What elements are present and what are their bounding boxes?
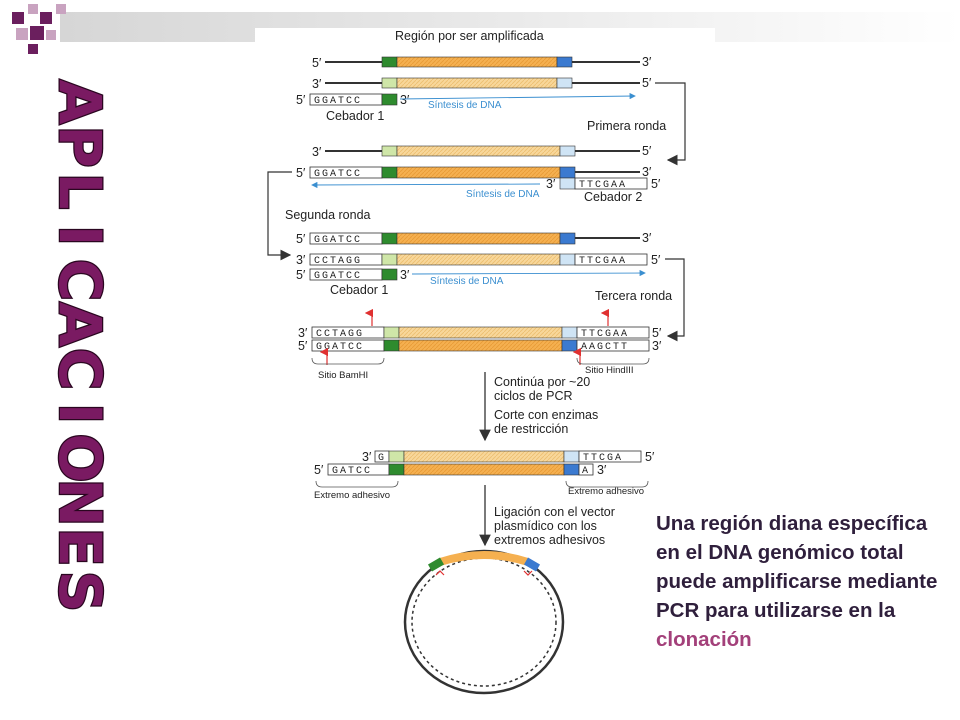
title-letter: E: [46, 527, 114, 567]
svg-text:5′: 5′: [642, 76, 652, 90]
title-letter: N: [46, 478, 114, 527]
svg-text:Continúa por ~20: Continúa por ~20: [494, 375, 590, 389]
title-letter: I: [46, 403, 114, 425]
svg-text:TTCGAA: TTCGAA: [581, 329, 629, 340]
svg-text:3′: 3′: [642, 55, 652, 69]
svg-text:3′: 3′: [546, 177, 556, 191]
caption-text: Una región diana específica en el DNA ge…: [656, 509, 956, 654]
svg-text:Extremo adhesivo: Extremo adhesivo: [568, 486, 644, 497]
title-letter: I: [46, 225, 114, 247]
svg-text:A: A: [582, 466, 590, 477]
svg-text:Ligación con el vector: Ligación con el vector: [494, 505, 615, 519]
title-letter: C: [46, 259, 114, 302]
decor-square: [56, 4, 66, 14]
svg-text:5′: 5′: [651, 253, 661, 267]
svg-text:GGATCC: GGATCC: [314, 235, 362, 246]
dna-cut-product: 3′ G TTCGA 5′ 5′ GATCC A 3′ Extremo adhe…: [314, 450, 655, 501]
dna-round3: 3′ CCTAGG TTCGAA 5′ 5′ GGATCC AAGCTT 3′ …: [298, 308, 662, 381]
svg-text:Síntesis de DNA: Síntesis de DNA: [466, 189, 540, 200]
svg-text:5′: 5′: [652, 326, 662, 340]
decor-square: [16, 28, 28, 40]
svg-text:3′: 3′: [642, 231, 652, 245]
svg-text:GGATCC: GGATCC: [314, 96, 362, 107]
continue-text: Continúa por ~20 ciclos de PCR Corte con…: [494, 375, 598, 436]
decor-square: [40, 12, 52, 24]
svg-text:3′: 3′: [312, 77, 322, 91]
svg-text:Síntesis de DNA: Síntesis de DNA: [428, 100, 502, 111]
dna-original: 5′ 3′ 3′ 5′ 5′ GGATCC 3′ Síntesis de DNA…: [296, 55, 652, 123]
svg-text:3′: 3′: [597, 463, 607, 477]
round1-arrow: [655, 82, 686, 166]
svg-text:3′: 3′: [652, 339, 662, 353]
round1-label: Primera ronda: [587, 119, 666, 133]
svg-text:Síntesis de DNA: Síntesis de DNA: [430, 276, 504, 287]
svg-text:TTCGAA: TTCGAA: [579, 180, 627, 191]
svg-text:5′: 5′: [645, 450, 655, 464]
svg-text:5′: 5′: [314, 463, 324, 477]
svg-text:GGATCC: GGATCC: [314, 271, 362, 282]
decor-square: [28, 4, 38, 14]
round3-label: Tercera ronda: [595, 289, 672, 303]
svg-text:ciclos de PCR: ciclos de PCR: [494, 389, 573, 403]
decor-square: [28, 44, 38, 54]
svg-text:5′: 5′: [651, 177, 661, 191]
svg-text:5′: 5′: [296, 93, 306, 107]
svg-text:GGATCC: GGATCC: [314, 169, 362, 180]
svg-text:5′: 5′: [298, 339, 308, 353]
svg-text:3′: 3′: [400, 93, 410, 107]
title-letter: O: [46, 433, 114, 482]
title-letter: A: [46, 80, 114, 125]
round2-arrow: [267, 171, 292, 261]
region-label: Región por ser amplificada: [395, 29, 544, 43]
title-letter: L: [46, 173, 114, 210]
svg-text:3′: 3′: [296, 253, 306, 267]
dna-round2: 5′ GGATCC 3′ 3′ CCTAGG TTCGAA 5′ 5′ GGAT…: [296, 231, 661, 297]
svg-text:3′: 3′: [400, 268, 410, 282]
svg-text:3′: 3′: [298, 326, 308, 340]
round2-label: Segunda ronda: [285, 208, 371, 222]
svg-text:GATCC: GATCC: [332, 466, 372, 477]
svg-text:extremos adhesivos: extremos adhesivos: [494, 533, 605, 547]
svg-text:3′: 3′: [312, 145, 322, 159]
svg-text:plasmídico con los: plasmídico con los: [494, 519, 597, 533]
decor-square: [12, 12, 24, 24]
svg-text:G: G: [378, 453, 386, 464]
svg-text:3′: 3′: [362, 450, 372, 464]
svg-text:Corte con enzimas: Corte con enzimas: [494, 408, 598, 422]
svg-text:CCTAGG: CCTAGG: [316, 329, 364, 340]
caption-highlight: clonación: [656, 628, 752, 651]
round3-arrow: [665, 258, 685, 342]
decor-square: [30, 26, 44, 40]
svg-text:5′: 5′: [312, 56, 322, 70]
decor-square: [46, 30, 56, 40]
title-letter: A: [46, 302, 114, 347]
title-letter: C: [46, 348, 114, 391]
svg-text:5′: 5′: [296, 268, 306, 282]
dna-round1: 3′ 5′ 5′ GGATCC 3′ 3′ TTCGAA 5′ Síntesis…: [296, 144, 661, 204]
svg-text:5′: 5′: [296, 166, 306, 180]
recombinant-plasmid: [403, 549, 565, 695]
svg-text:5′: 5′: [296, 232, 306, 246]
svg-text:de restricción: de restricción: [494, 422, 568, 436]
svg-text:GGATCC: GGATCC: [316, 342, 364, 353]
primer1-label: Cebador 1: [326, 109, 384, 123]
svg-text:TTCGA: TTCGA: [583, 453, 623, 464]
title-letter: S: [46, 571, 114, 613]
title-letter: P: [46, 125, 114, 168]
svg-text:Cebador 1: Cebador 1: [330, 283, 388, 297]
svg-text:Sitio BamHI: Sitio BamHI: [318, 370, 368, 381]
svg-text:CCTAGG: CCTAGG: [314, 256, 362, 267]
svg-text:5′: 5′: [642, 144, 652, 158]
primer2-label: Cebador 2: [584, 190, 642, 204]
svg-text:Sitio HindIII: Sitio HindIII: [585, 365, 634, 376]
svg-text:3′: 3′: [642, 165, 652, 179]
svg-text:Extremo adhesivo: Extremo adhesivo: [314, 490, 390, 501]
svg-text:AAGCTT: AAGCTT: [581, 342, 629, 353]
ligation-text: Ligación con el vector plasmídico con lo…: [494, 505, 615, 547]
svg-text:TTCGAA: TTCGAA: [579, 256, 627, 267]
caption-main: Una región diana específica en el DNA ge…: [656, 512, 938, 622]
